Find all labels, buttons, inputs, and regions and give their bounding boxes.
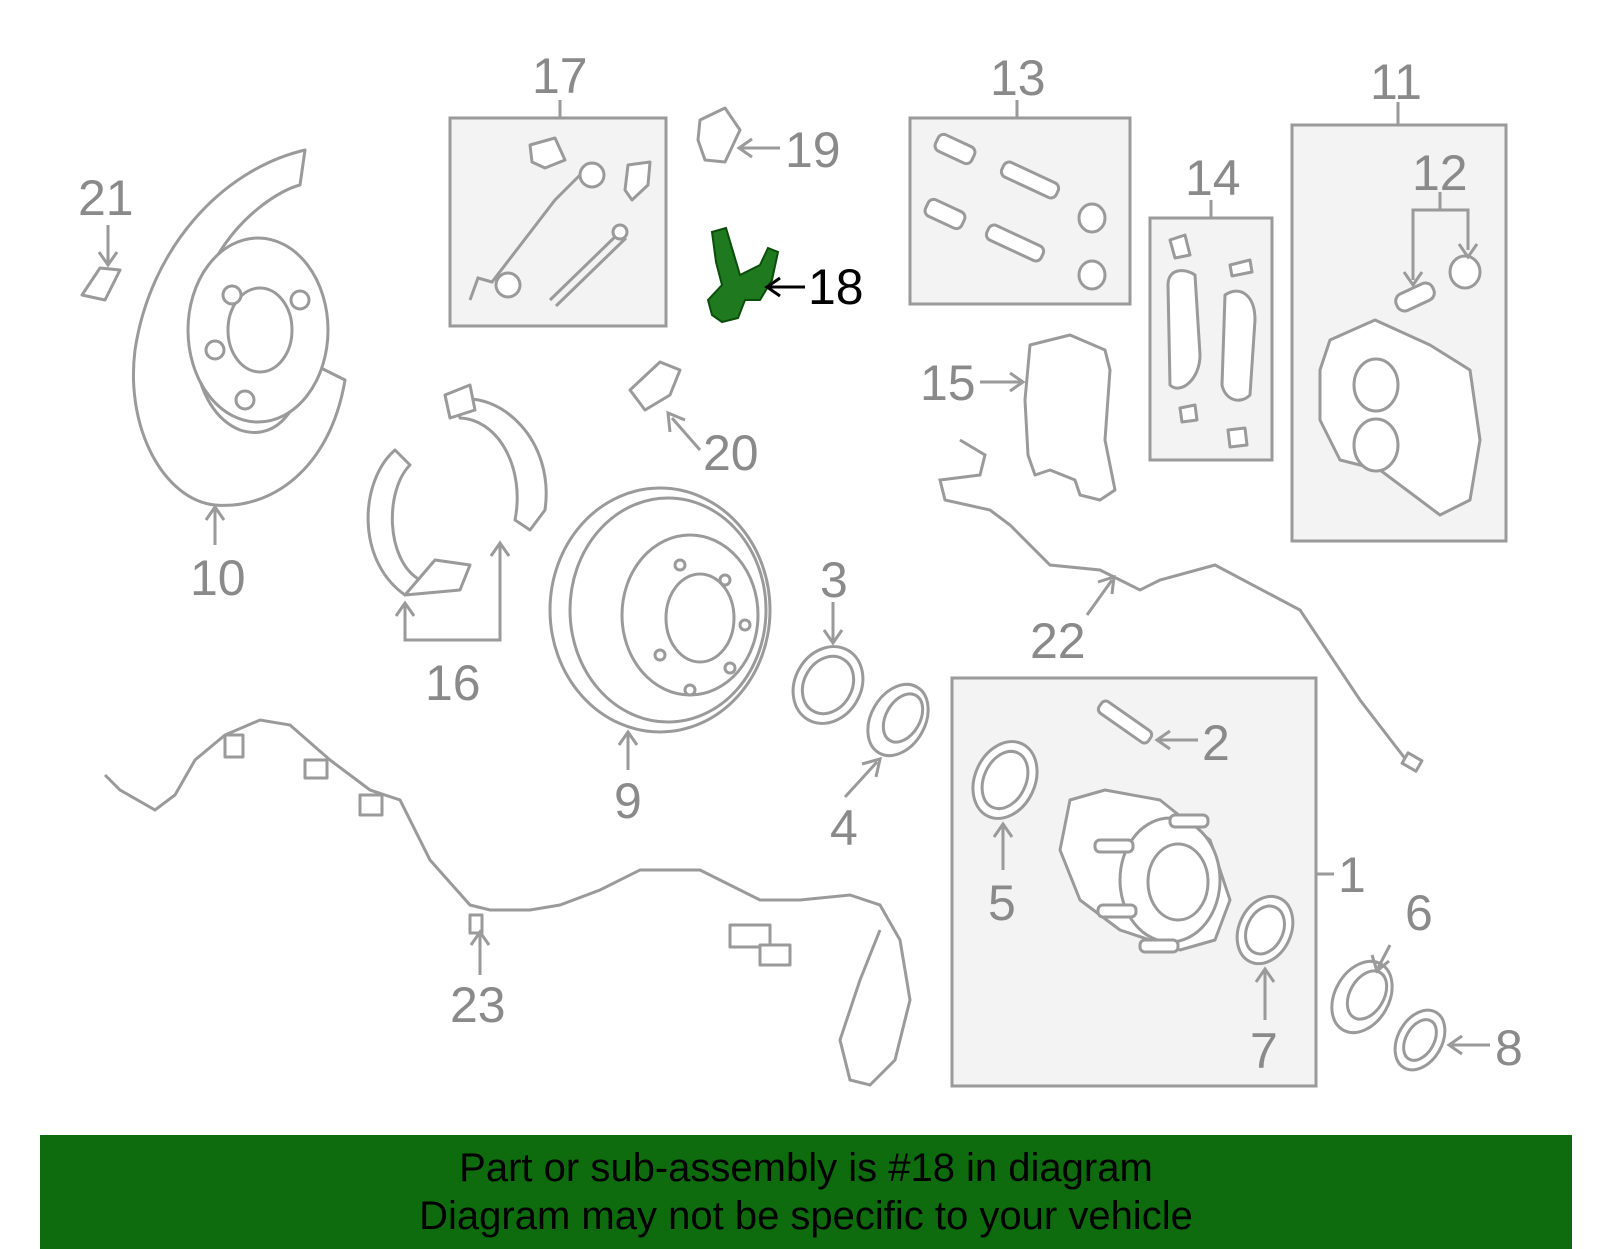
callout-label-9: 9: [614, 773, 642, 829]
parking-brake-shoes: [366, 383, 548, 597]
seal-3-inner: [800, 654, 856, 716]
hardware-kit: [468, 136, 652, 308]
callout-label-13: 13: [990, 50, 1046, 106]
bearing-4-inner: [881, 692, 925, 744]
callout-label-5: 5: [988, 875, 1016, 931]
callout-label-12: 12: [1412, 145, 1468, 201]
brake-pads: [1166, 233, 1257, 449]
clip-21: [80, 266, 122, 302]
brake-caliper: [1318, 254, 1482, 517]
clip-19: [696, 106, 742, 164]
hub-assembly: [971, 699, 1295, 966]
seal-8-inner: [1402, 1018, 1438, 1062]
callout-label-23: 23: [450, 977, 506, 1033]
callout-label-2: 2: [1202, 715, 1230, 771]
callout-label-4: 4: [830, 800, 858, 856]
brake-hose: [938, 438, 1424, 773]
callout-label-16: 16: [425, 655, 481, 711]
callout-label-10: 10: [190, 550, 246, 606]
callout-label-15: 15: [920, 355, 976, 411]
callout-label-7: 7: [1250, 1023, 1278, 1079]
callout-label-21: 21: [78, 170, 134, 226]
callout-label-11: 11: [1370, 54, 1422, 110]
callout-label-6: 6: [1405, 885, 1433, 941]
callout-label-20: 20: [703, 425, 759, 481]
backing-plate: [132, 148, 347, 507]
guide-pin-kit: [923, 132, 1107, 291]
callout-label-3: 3: [820, 552, 848, 608]
banner-line-disclaimer: Diagram may not be specific to your vehi…: [419, 1194, 1193, 1238]
callout-label-8: 8: [1495, 1020, 1523, 1076]
callout-label-22: 22: [1030, 613, 1086, 669]
caliper-bracket: [1023, 333, 1117, 502]
clip-20: [628, 360, 682, 412]
callout-label-18: 18: [808, 259, 864, 315]
bearing-6-inner: [1345, 969, 1389, 1021]
banner-line-part-number: Part or sub-assembly is #18 in diagram: [459, 1146, 1153, 1190]
brake-rotor: [548, 486, 772, 734]
leader-lines: [97, 100, 1490, 1056]
highlighted-part-18: [706, 226, 780, 324]
callout-label-17: 17: [532, 48, 588, 104]
callout-label-1: 1: [1338, 847, 1366, 903]
abs-sensor-harness: [103, 718, 912, 1087]
callout-label-14: 14: [1185, 150, 1241, 206]
callout-label-19: 19: [785, 122, 841, 178]
info-banner: Part or sub-assembly is #18 in diagram D…: [40, 1135, 1572, 1249]
